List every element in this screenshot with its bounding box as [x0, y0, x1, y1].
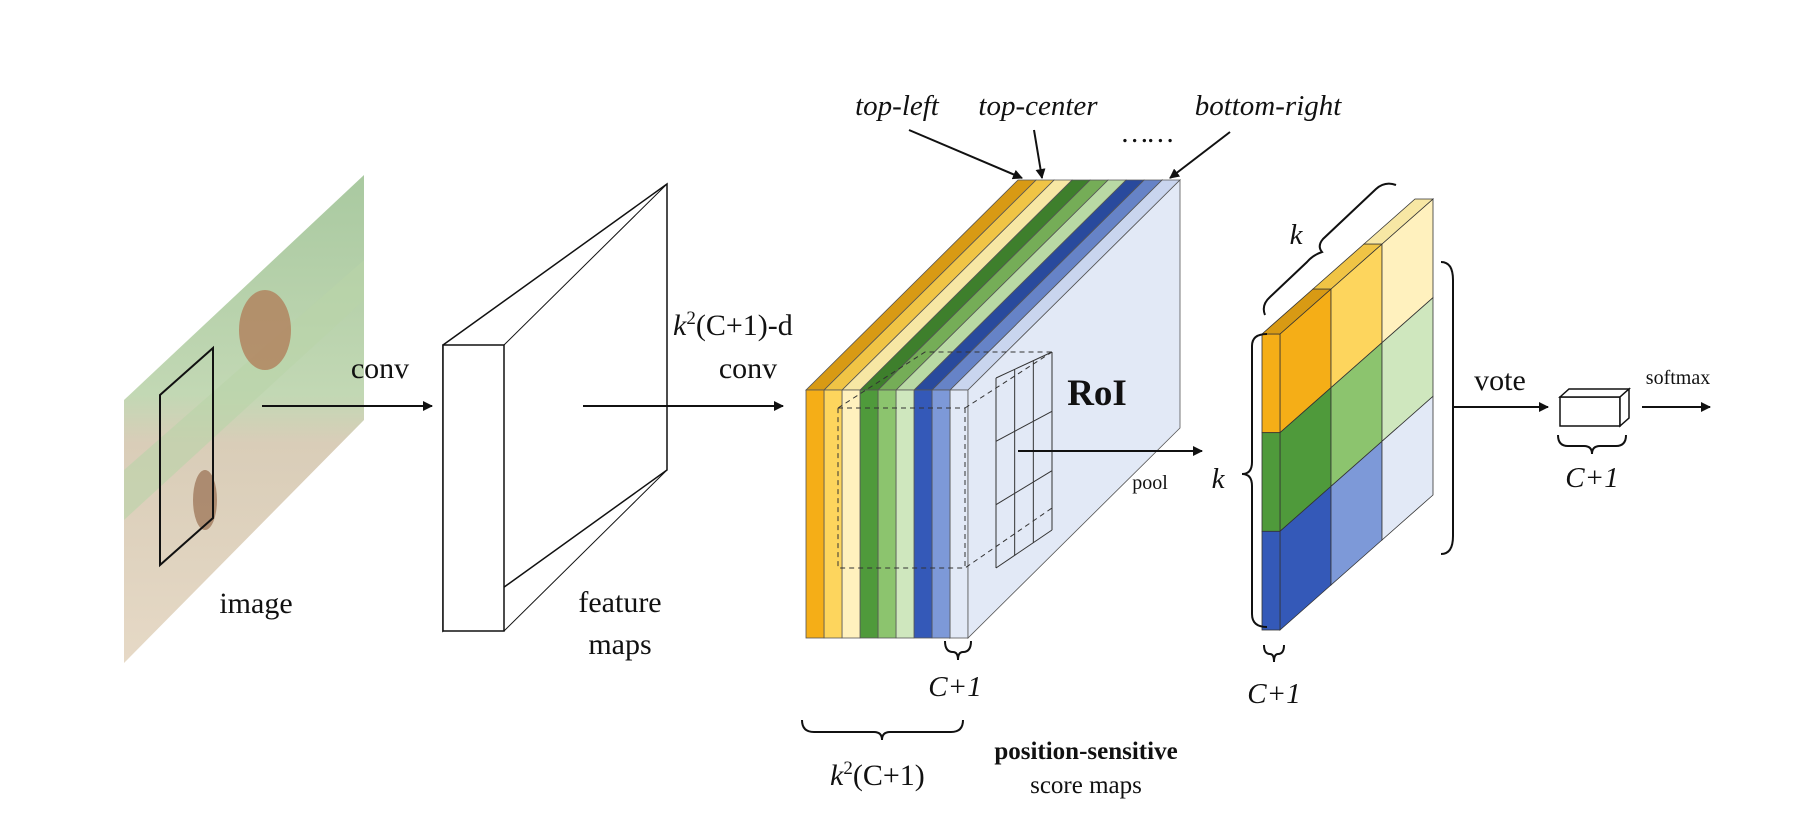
- pooled-top-light_yellow: [1362, 198, 1435, 245]
- bottom-right-label: bottom-right: [1195, 90, 1343, 122]
- k-side-label: k: [1212, 463, 1226, 495]
- image-horse: [239, 290, 291, 370]
- stack-side-face: [967, 179, 1181, 639]
- k2c1-brace: [801, 719, 964, 741]
- image-label: image: [219, 587, 292, 620]
- c1-stack-brace: [944, 640, 972, 661]
- k-top-label: k: [1290, 219, 1304, 251]
- top-left-arrow: [908, 129, 1023, 180]
- c1-stack-label: C+1: [928, 671, 981, 703]
- top-center-arrow: [1033, 129, 1046, 179]
- score-conv-label: k2(C+1)-d: [673, 308, 793, 342]
- c1-grid-label: C+1: [1247, 678, 1300, 710]
- top-center-label: top-center: [978, 90, 1098, 122]
- feature-maps-label-2: maps: [588, 628, 651, 661]
- roi-label: RoI: [1067, 373, 1127, 414]
- image-dog: [193, 470, 217, 530]
- output-vector-box: [1558, 387, 1631, 428]
- k2c1-label: k2(C+1): [830, 758, 925, 792]
- pooled-front-orange: [1261, 333, 1281, 434]
- stack-slice-orange: [805, 389, 825, 639]
- c1-out-brace: [1557, 434, 1627, 455]
- c1-grid-brace: [1263, 644, 1285, 663]
- stack-slice-dark_blue: [913, 389, 933, 639]
- pooled-cell-light_blue: [1381, 395, 1434, 541]
- conv-label: conv: [351, 352, 409, 385]
- ps-label-1: position-sensitive: [994, 738, 1177, 765]
- roi-grid-hline: [995, 470, 1053, 506]
- softmax-label: softmax: [1646, 367, 1710, 389]
- ps-label-2: score maps: [1030, 772, 1142, 799]
- roi-grid-hline: [995, 351, 1053, 379]
- image-roi-box: [159, 345, 214, 568]
- score-conv-label-2: conv: [719, 352, 777, 385]
- input-image: [124, 175, 364, 663]
- stack-slice-light_yellow: [841, 389, 861, 639]
- top-left-label: top-left: [855, 90, 940, 122]
- stack-slice-blue: [931, 389, 951, 639]
- bottom-right-arrow: [1169, 131, 1231, 179]
- stack-slice-green: [877, 389, 897, 639]
- pool-label: pool: [1132, 472, 1168, 494]
- stack-slice-yellow: [823, 389, 843, 639]
- roi-grid-hline: [995, 410, 1053, 442]
- pooled-grid: [1260, 198, 1435, 631]
- roi-grid-hline: [995, 529, 1053, 569]
- feature-maps-box: [442, 182, 668, 633]
- vote-label: vote: [1474, 364, 1526, 397]
- k-side-brace: [1241, 333, 1268, 628]
- stack-roi-dashed: [837, 351, 1053, 569]
- c1-out-label: C+1: [1565, 462, 1618, 494]
- pooled-front-dark_blue: [1261, 530, 1281, 631]
- stack-slice-light_green: [895, 389, 915, 639]
- feature-maps-label-1: feature: [578, 586, 661, 619]
- image-photo: [124, 175, 364, 663]
- k-top-brace: [1262, 182, 1397, 316]
- ellipsis-label: ……: [1122, 117, 1174, 149]
- pooled-front-dark_green: [1261, 432, 1281, 532]
- score-maps-stack: [805, 179, 1181, 639]
- stack-slice-dark_green: [859, 389, 879, 639]
- vote-bracket: [1440, 261, 1454, 555]
- image-trees: [124, 260, 364, 520]
